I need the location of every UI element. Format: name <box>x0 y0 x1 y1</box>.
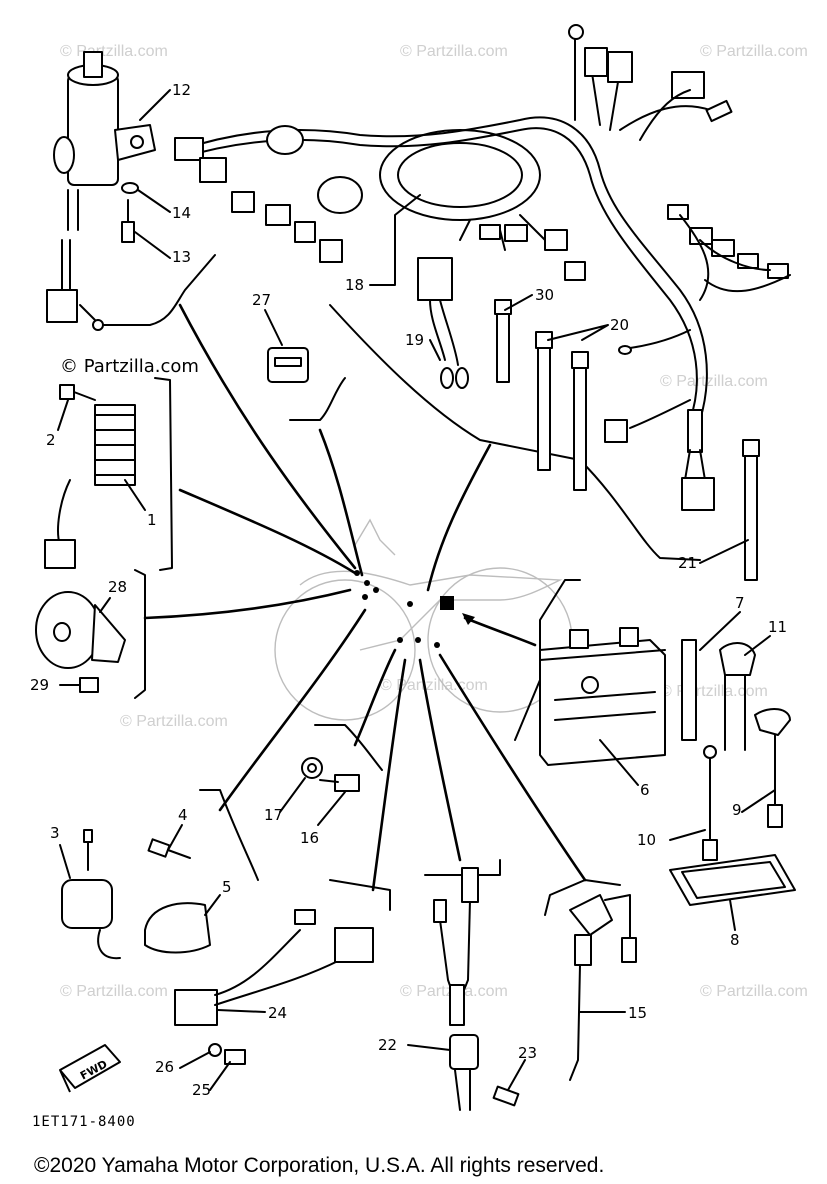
callout-8: 8 <box>730 931 740 949</box>
bolt-2 <box>59 384 96 401</box>
bolt-25 <box>224 1049 246 1065</box>
screw-13 <box>121 199 135 243</box>
washer-14 <box>121 182 139 194</box>
relay-19 <box>417 257 469 389</box>
watermark: © Partzilla.com <box>700 43 808 60</box>
callout-6: 6 <box>640 781 650 799</box>
plug-cap-5 <box>144 902 211 954</box>
main-switch <box>46 51 156 331</box>
callout-7: 7 <box>735 594 745 612</box>
battery-mat-8 <box>669 854 796 906</box>
callout-23: 23 <box>518 1044 537 1062</box>
leader-lines <box>143 303 587 892</box>
callout-25: 25 <box>192 1081 211 1099</box>
screw-23 <box>492 1085 520 1107</box>
cap-11 <box>719 642 756 751</box>
washer-26 <box>208 1043 222 1057</box>
watermark: © Partzilla.com <box>120 713 228 730</box>
watermark: © Partzilla.com <box>60 43 168 60</box>
screw-4 <box>147 838 191 859</box>
horn-28 <box>35 591 126 669</box>
callout-30: 30 <box>535 286 554 304</box>
wire-harness <box>174 24 791 511</box>
ignition-coil-3 <box>61 829 121 960</box>
watermark: © Partzilla.com <box>700 983 808 1000</box>
copyright: ©2020 Yamaha Motor Corporation, U.S.A. A… <box>34 1154 604 1177</box>
callout-11: 11 <box>768 618 787 636</box>
watermark: © Partzilla.com <box>380 677 488 694</box>
watermark: © Partzilla.com <box>660 373 768 390</box>
callout-18: 18 <box>345 276 364 294</box>
battery-6 <box>539 627 666 766</box>
battery-band-7 <box>681 639 697 741</box>
callout-15: 15 <box>628 1004 647 1022</box>
callout-21: 21 <box>678 554 697 572</box>
watermark: © Partzilla.com <box>660 683 768 700</box>
callout-24: 24 <box>268 1004 287 1022</box>
callouts: 1 2 3 4 5 6 7 8 9 10 11 12 13 14 15 16 1… <box>30 81 787 1099</box>
callout-3: 3 <box>50 824 60 842</box>
callout-5: 5 <box>222 878 232 896</box>
callout-17: 17 <box>264 806 283 824</box>
callout-9: 9 <box>732 801 742 819</box>
callout-26: 26 <box>155 1058 174 1076</box>
cable-10 <box>702 745 718 861</box>
drawing-code: 1ET171-8400 <box>32 1114 136 1130</box>
switch-22 <box>433 867 479 1111</box>
callout-16: 16 <box>300 829 319 847</box>
callout-14: 14 <box>172 204 191 222</box>
location-dots <box>354 570 454 648</box>
bolt-29 <box>79 677 99 693</box>
switch-16 <box>319 774 360 792</box>
callout-20: 20 <box>610 316 629 334</box>
callout-10: 10 <box>637 831 656 849</box>
neutral-switch-15 <box>569 894 637 1081</box>
callout-1: 1 <box>147 511 157 529</box>
callout-28: 28 <box>108 578 127 596</box>
watermark: © Partzilla.com <box>60 356 199 377</box>
callout-27: 27 <box>252 291 271 309</box>
callout-leaders <box>57 89 776 1091</box>
callout-29: 29 <box>30 676 49 694</box>
fwd-arrow-icon: FWD <box>59 1044 121 1093</box>
callout-13: 13 <box>172 248 191 266</box>
callout-4: 4 <box>178 806 188 824</box>
washer-17 <box>301 757 323 779</box>
cdi-unit-24 <box>174 909 374 1026</box>
bands <box>494 299 760 581</box>
callout-19: 19 <box>405 331 424 349</box>
rectifier-regulator <box>44 404 136 569</box>
callout-22: 22 <box>378 1036 397 1054</box>
cable-9 <box>754 708 791 828</box>
brackets <box>94 254 701 916</box>
watermark: © Partzilla.com <box>400 43 508 60</box>
flasher-relay-27 <box>267 347 309 383</box>
watermark: © Partzilla.com <box>60 983 168 1000</box>
callout-2: 2 <box>46 431 56 449</box>
callout-12: 12 <box>172 81 191 99</box>
